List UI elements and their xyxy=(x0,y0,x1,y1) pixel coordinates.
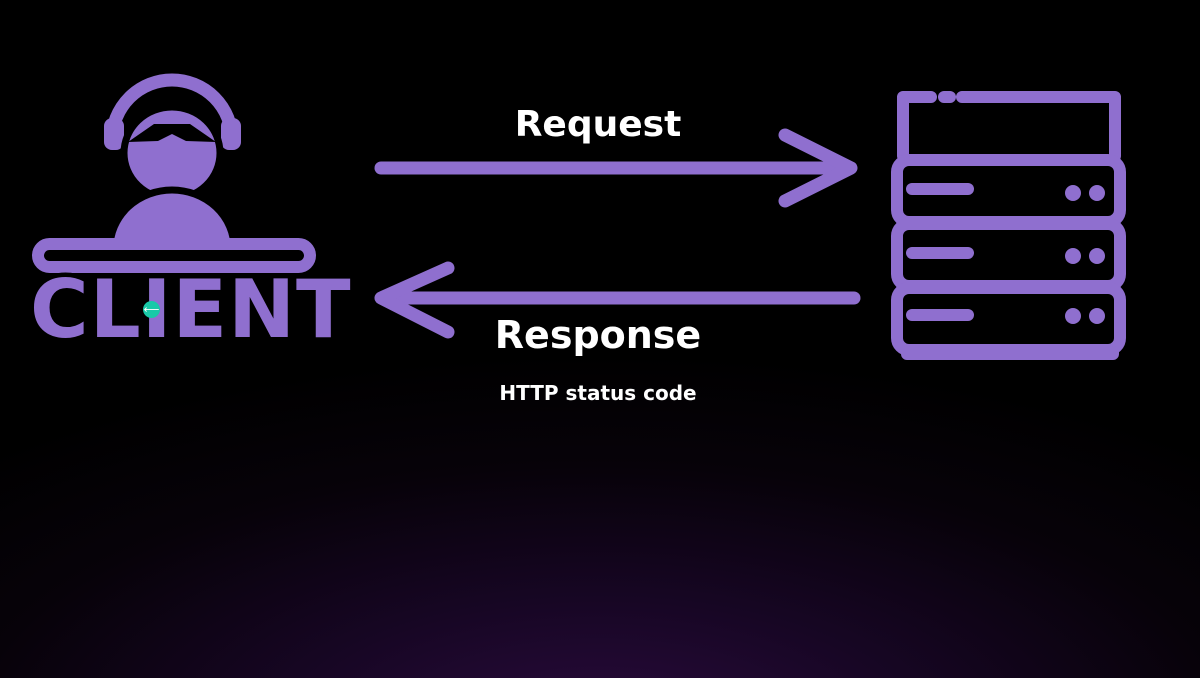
server-status-lights xyxy=(1065,185,1105,324)
response-arrow xyxy=(374,261,861,339)
request-arrow xyxy=(374,128,858,208)
request-label: Request xyxy=(514,104,682,145)
client-label: CLIENT xyxy=(26,259,356,361)
response-label: Response xyxy=(494,313,702,357)
status-code-label: HTTP status code xyxy=(499,381,697,405)
server-rack-icon xyxy=(891,91,1126,360)
cursor-indicator-icon: ⟵ xyxy=(143,301,160,318)
person-with-headset-icon xyxy=(32,73,316,273)
